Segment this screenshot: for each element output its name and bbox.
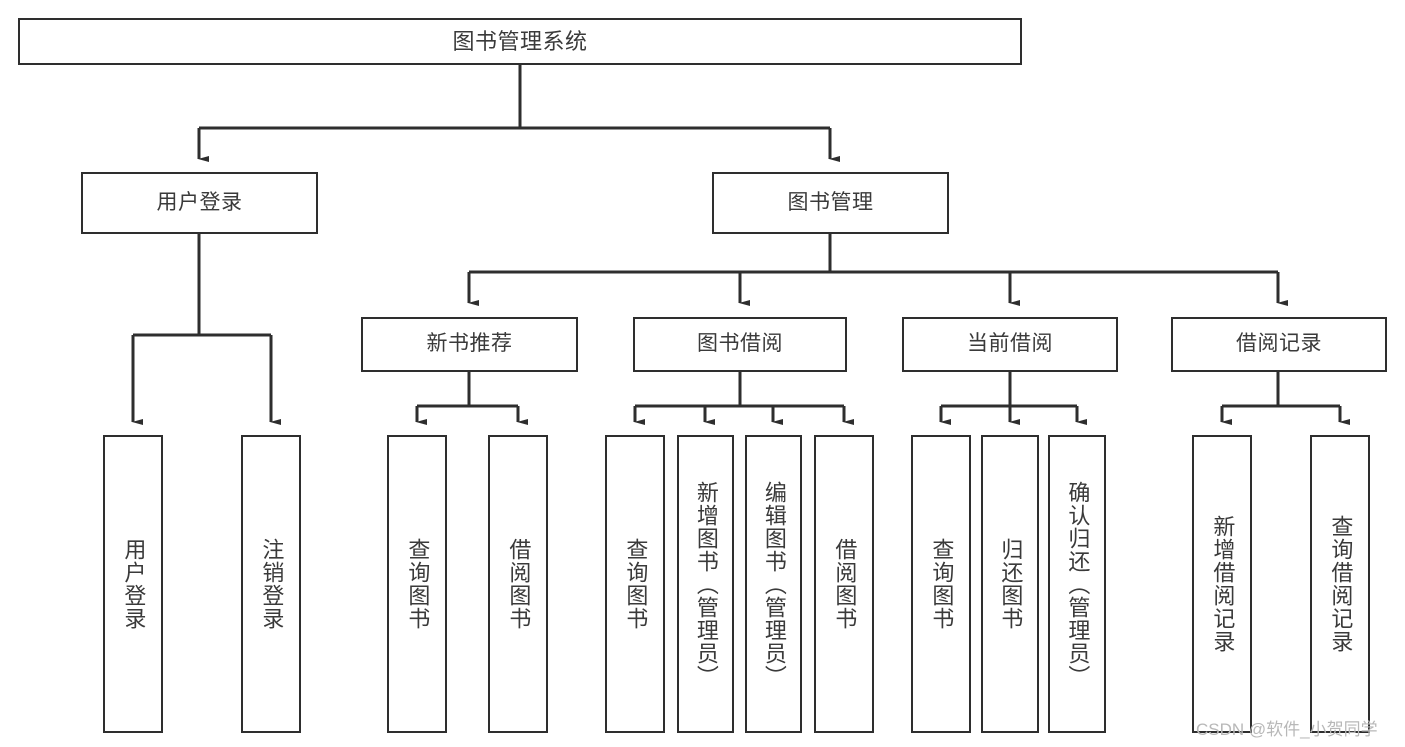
leaf-current-query-books[interactable]: 查询图书 [911,435,971,733]
node-label: 查询借阅记录 [1328,515,1354,653]
node-label: 新增图书（管理员） [693,480,719,688]
node-label: 借阅记录 [1236,332,1322,356]
node-label: 新增借阅记录 [1210,515,1236,653]
node-book-management[interactable]: 图书管理 [712,172,949,234]
node-label: 当前借阅 [967,332,1053,356]
node-user-login[interactable]: 用户登录 [81,172,318,234]
leaf-current-return-books[interactable]: 归还图书 [981,435,1039,733]
node-label: 查询图书 [623,538,649,630]
node-label: 确认归还（管理员） [1065,480,1091,688]
node-label: 归还图书 [998,538,1024,630]
leaf-user-login-login[interactable]: 用户登录 [103,435,163,733]
node-label: 用户登录 [121,538,147,630]
leaf-borrow-borrow-books[interactable]: 借阅图书 [814,435,874,733]
node-label: 查询图书 [405,538,431,630]
node-label: 注销登录 [259,538,285,630]
node-label: 借阅图书 [506,538,532,630]
node-label: 图书管理 [787,190,874,214]
node-root-book-management-system[interactable]: 图书管理系统 [18,18,1022,65]
leaf-borrow-add-book-admin[interactable]: 新增图书（管理员） [677,435,734,733]
leaf-record-query-borrow-record[interactable]: 查询借阅记录 [1310,435,1370,733]
node-label: 编辑图书（管理员） [761,480,787,688]
leaf-new-book-query-books[interactable]: 查询图书 [387,435,447,733]
leaf-current-confirm-return-admin[interactable]: 确认归还（管理员） [1048,435,1106,733]
node-borrow-record[interactable]: 借阅记录 [1171,317,1387,372]
node-label: 借阅图书 [832,538,858,630]
node-book-borrow[interactable]: 图书借阅 [633,317,847,372]
node-current-borrow[interactable]: 当前借阅 [902,317,1118,372]
node-label: 图书借阅 [697,332,783,356]
leaf-borrow-query-books[interactable]: 查询图书 [605,435,665,733]
node-label: 图书管理系统 [452,28,588,54]
node-label: 新书推荐 [426,332,513,356]
leaf-record-add-borrow-record[interactable]: 新增借阅记录 [1192,435,1252,733]
leaf-borrow-edit-book-admin[interactable]: 编辑图书（管理员） [745,435,802,733]
node-label: 用户登录 [156,190,243,214]
node-label: 查询图书 [929,538,955,630]
leaf-new-book-borrow-books[interactable]: 借阅图书 [488,435,548,733]
node-new-book-recommend[interactable]: 新书推荐 [361,317,578,372]
leaf-user-login-logout[interactable]: 注销登录 [241,435,301,733]
csdn-watermark: CSDN @软件_小贺同学 [1196,720,1378,739]
